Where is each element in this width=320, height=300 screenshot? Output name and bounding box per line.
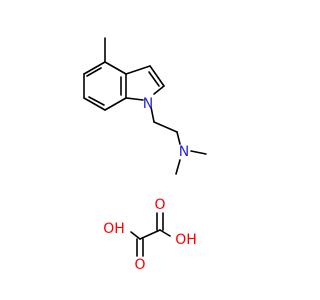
bond-c3-c2-inner xyxy=(148,71,160,87)
bond-c2-n1 xyxy=(153,85,165,95)
amine-nitrogen-label: N xyxy=(179,144,189,160)
bond-ch2-namine xyxy=(176,131,181,145)
indole-nitrogen-label: N xyxy=(143,96,153,112)
indole-cation-structure: N N xyxy=(83,37,207,175)
bond-namine-me-right xyxy=(190,150,207,155)
bond-oh-c-left xyxy=(130,231,141,240)
bond-c3a-c3 xyxy=(125,65,151,75)
right-hydroxyl-label: OH xyxy=(175,232,197,248)
bond-c-c xyxy=(139,229,161,240)
structure-canvas: N N OH OH O O xyxy=(83,37,207,273)
bond-c3-c2 xyxy=(149,65,165,87)
bond-c4-c5-inner xyxy=(86,67,102,77)
left-hydroxyl-label: OH xyxy=(103,221,125,237)
bond-ch2-ch2 xyxy=(153,121,178,133)
bond-namine-me-down xyxy=(175,159,181,175)
left-carbonyl-oxygen-label: O xyxy=(134,257,145,273)
right-carbonyl-oxygen-label: O xyxy=(154,197,165,213)
bond-c3a-c4 xyxy=(104,61,127,75)
bond-c6-c7-inner xyxy=(88,96,105,106)
oxalic-acid-structure: OH OH O O xyxy=(103,197,197,273)
bond-c-oh-right xyxy=(159,229,171,237)
bond-c6-c7 xyxy=(83,97,106,111)
bond-c4-c5 xyxy=(83,61,106,75)
bond-n1-c7a xyxy=(125,97,144,101)
bond-c7-c7a xyxy=(104,97,127,111)
molecule-diagram: N N OH OH O O xyxy=(83,37,207,273)
bond-n1-ch2 xyxy=(150,106,155,123)
